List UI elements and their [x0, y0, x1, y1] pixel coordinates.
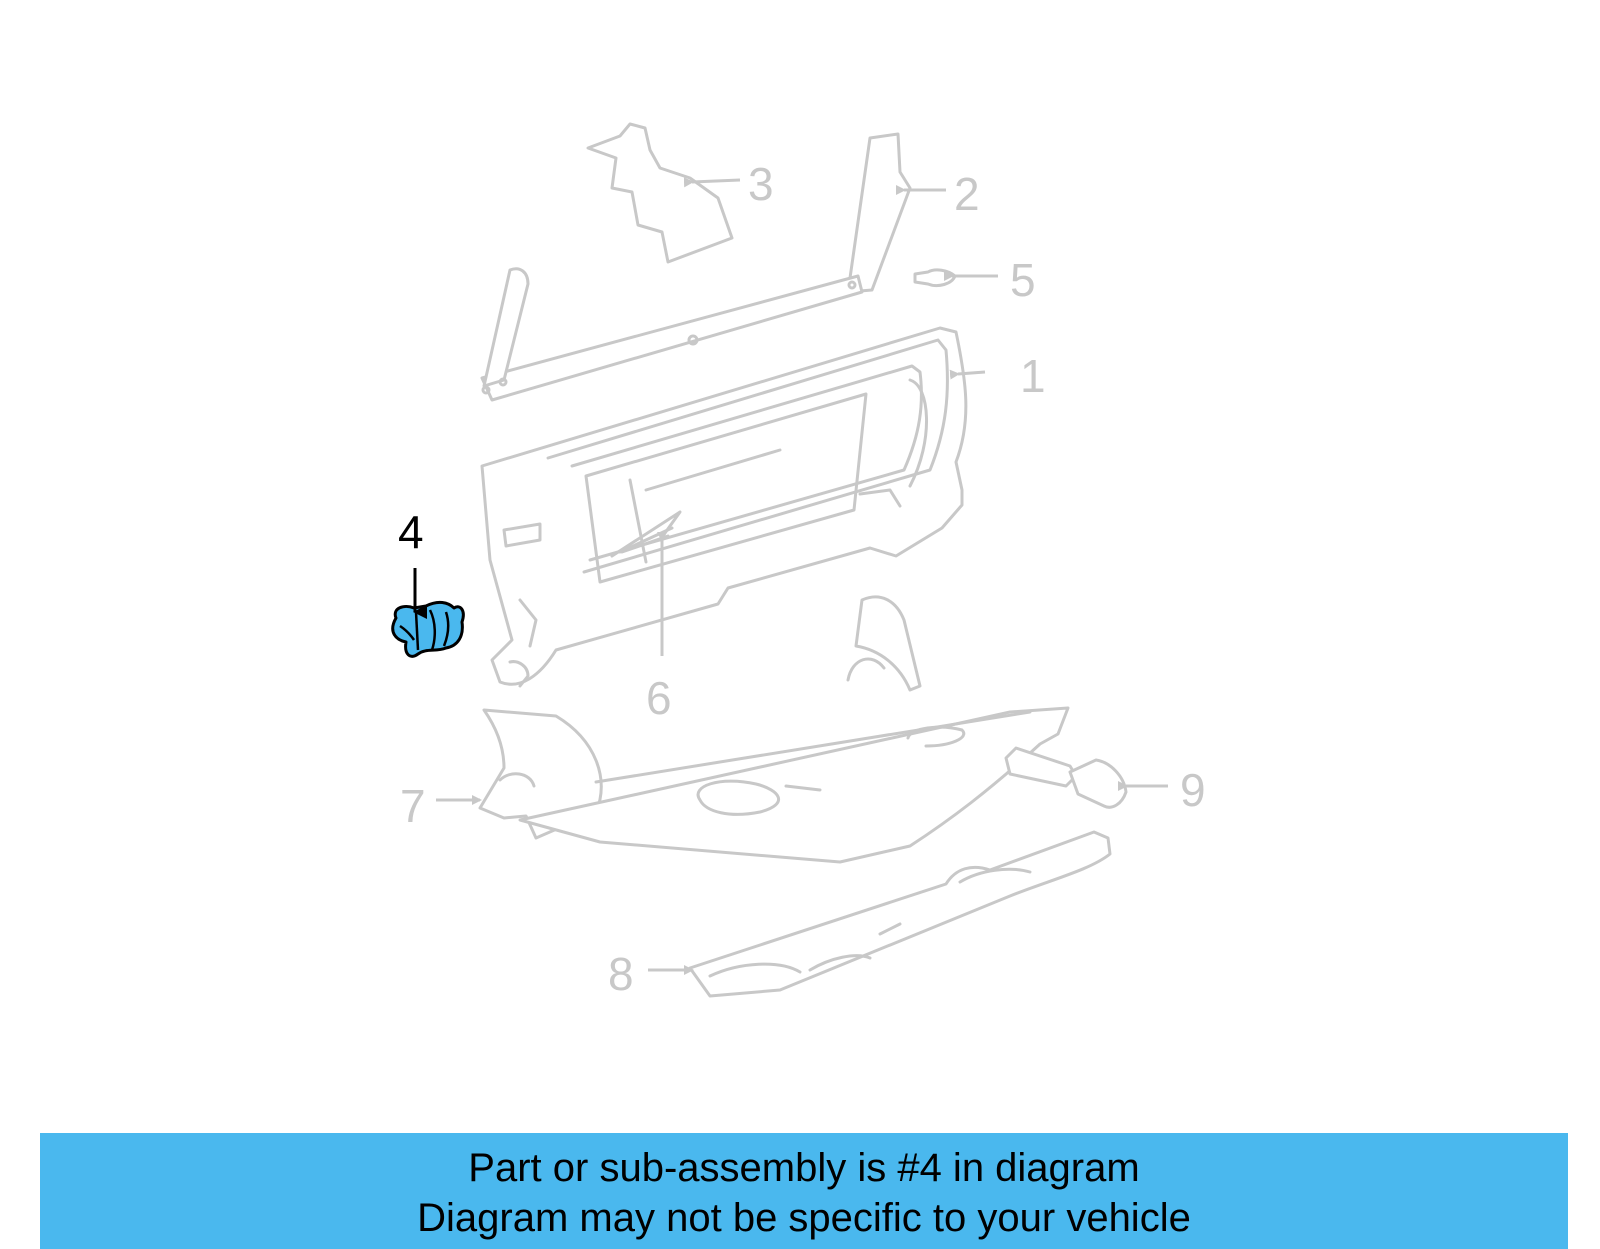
callout-5[interactable]: 5 — [1010, 254, 1036, 306]
part-7-door-panel — [478, 595, 1070, 864]
callout-1[interactable]: 1 — [1020, 350, 1046, 402]
callout-8[interactable]: 8 — [608, 948, 634, 1000]
callouts: 1 2 3 4 5 6 7 8 9 — [398, 158, 1206, 1000]
banner-line-disclaimer: Diagram may not be specific to your vehi… — [417, 1196, 1191, 1240]
info-banner: Part or sub-assembly is #4 in diagram Di… — [40, 1133, 1568, 1249]
callout-2[interactable]: 2 — [954, 168, 980, 220]
part-5-clip — [913, 268, 957, 288]
part-9-damper — [1004, 746, 1128, 809]
part-4-highlighted[interactable] — [391, 600, 465, 658]
callout-4[interactable]: 4 — [398, 506, 424, 558]
part-8-trim — [688, 830, 1112, 998]
part-3-shield — [586, 122, 734, 264]
callout-7[interactable]: 7 — [400, 780, 426, 832]
part-2-bracket — [480, 132, 912, 402]
banner-line-part-info: Part or sub-assembly is #4 in diagram — [468, 1146, 1140, 1190]
callout-9[interactable]: 9 — [1180, 764, 1206, 816]
callout-3[interactable]: 3 — [748, 158, 774, 210]
callout-6[interactable]: 6 — [646, 672, 672, 724]
leader-lines — [413, 177, 1168, 975]
